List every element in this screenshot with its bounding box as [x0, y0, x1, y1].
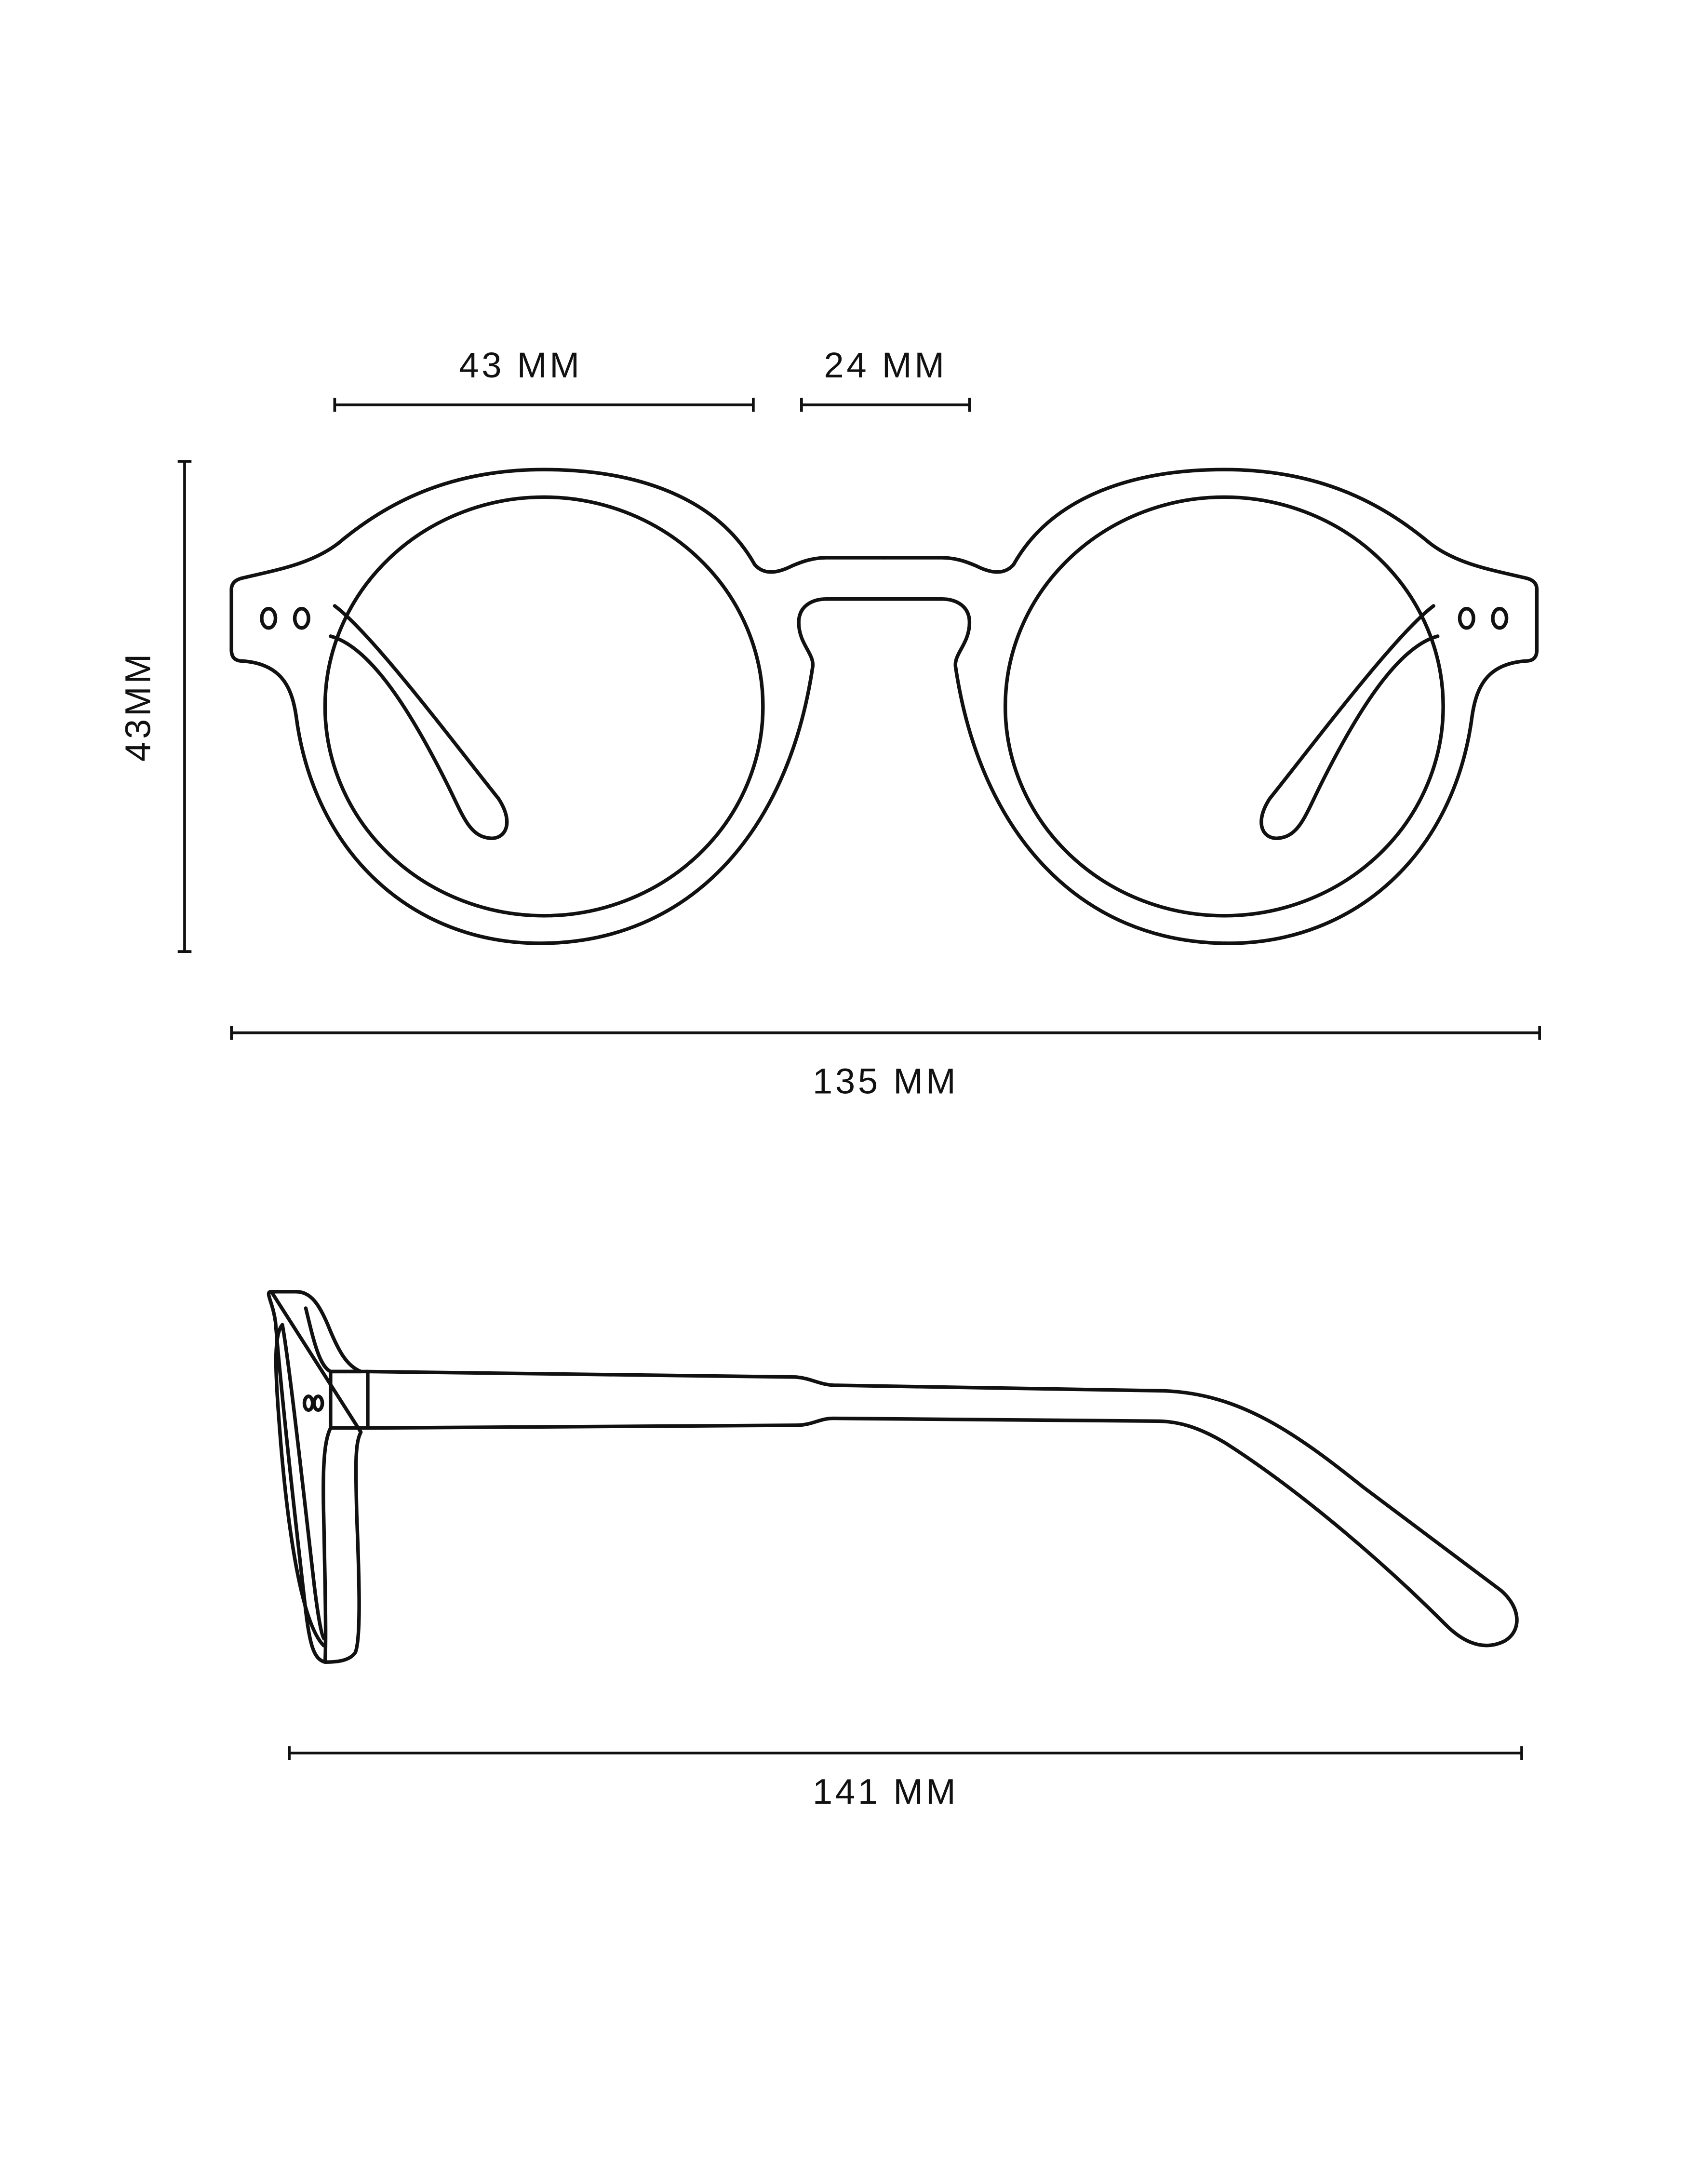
lens-width-label: 43 MM — [459, 345, 582, 385]
temple-length-dimension: 141 MM — [288, 1746, 1523, 1812]
lens-height-dimension: 43MM — [118, 460, 192, 953]
rivet-icon — [312, 1394, 324, 1412]
temple-arm — [366, 1369, 1519, 1648]
bridge-width-dimension: 24 MM — [800, 345, 971, 412]
frame-left-half — [229, 468, 886, 945]
side-view: 141 MM — [267, 1290, 1523, 1812]
frame-right-half — [882, 468, 1539, 945]
rivet-icon — [302, 1394, 315, 1412]
lens-height-label: 43MM — [118, 651, 158, 762]
temple-length-label: 141 MM — [813, 1772, 959, 1812]
front-view: 43 MM 24 MM 43MM 135 MM — [118, 345, 1541, 1101]
bridge-width-label: 24 MM — [824, 345, 947, 385]
lens-width-dimension: 43 MM — [333, 345, 755, 412]
hinge-block — [329, 1369, 370, 1430]
total-width-label: 135 MM — [813, 1061, 959, 1101]
total-width-dimension: 135 MM — [230, 1026, 1541, 1101]
